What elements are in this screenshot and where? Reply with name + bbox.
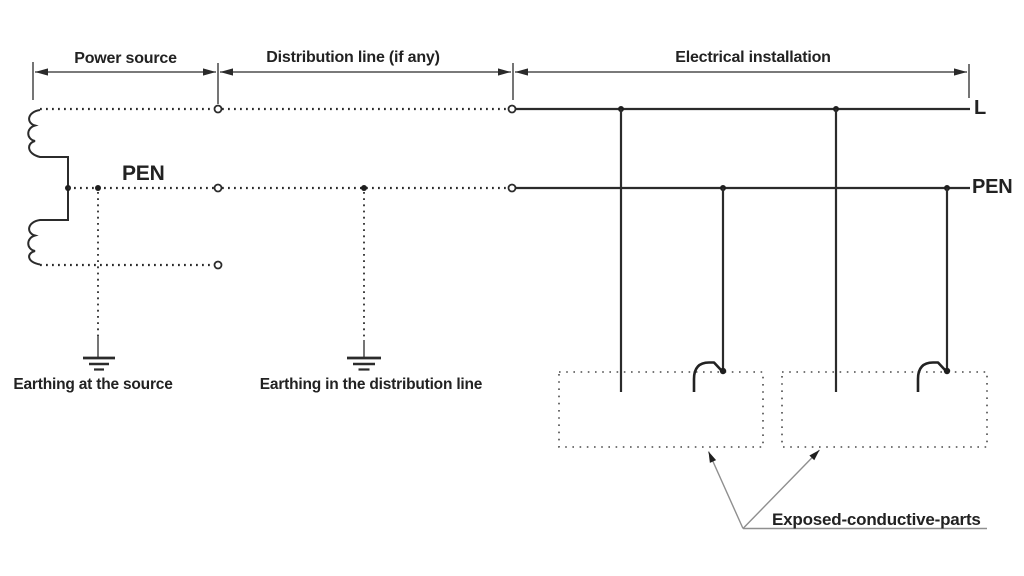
frame-bond-hook-2 [916,361,947,392]
earth-symbol-distribution [347,192,381,371]
leader-arrow-1 [707,451,744,529]
equipment-box-2 [781,109,988,448]
second-line-terminal-circle [213,260,223,270]
conductor-label-pen-source: PEN [122,162,165,185]
caption-earthing-in-distribution: Earthing in the distribution line [259,376,483,393]
winding-coils [27,109,69,266]
l-terminal-1 [213,104,223,114]
section-label-distribution-line: Distribution line (if any) [266,49,440,66]
leader-arrows [707,449,987,530]
equipment-box-2-outline [781,371,988,448]
pen-terminal-1 [213,183,223,193]
l-terminal-2 [507,104,517,114]
equipment-box-1 [558,109,764,448]
pen-earth-junction-source [95,185,101,191]
pen-earth-junction-distribution [361,185,367,191]
line-conductor-L [40,104,970,114]
dimension-ticks [32,62,970,104]
dimension-row [32,62,970,104]
second-line-terminal [40,260,223,270]
pen-terminal-2 [507,183,517,193]
frame-bond-dot-1 [719,367,727,375]
leader-arrow-2 [742,449,821,529]
caption-earthing-at-source: Earthing at the source [13,376,173,393]
equipment-box-1-outline [558,371,764,448]
pen-conductor [68,183,970,193]
earth-symbol-source [83,192,115,371]
conductor-label-L: L [974,97,987,119]
frame-bond-hook-1 [692,361,723,392]
conductor-label-pen-installation: PEN [972,176,1013,198]
transformer-winding [27,109,71,266]
section-label-power-source: Power source [74,50,177,67]
section-label-electrical-installation: Electrical installation [675,49,831,66]
caption-exposed-conductive-parts: Exposed-conductive-parts [772,510,981,529]
frame-bond-dot-2 [943,367,951,375]
